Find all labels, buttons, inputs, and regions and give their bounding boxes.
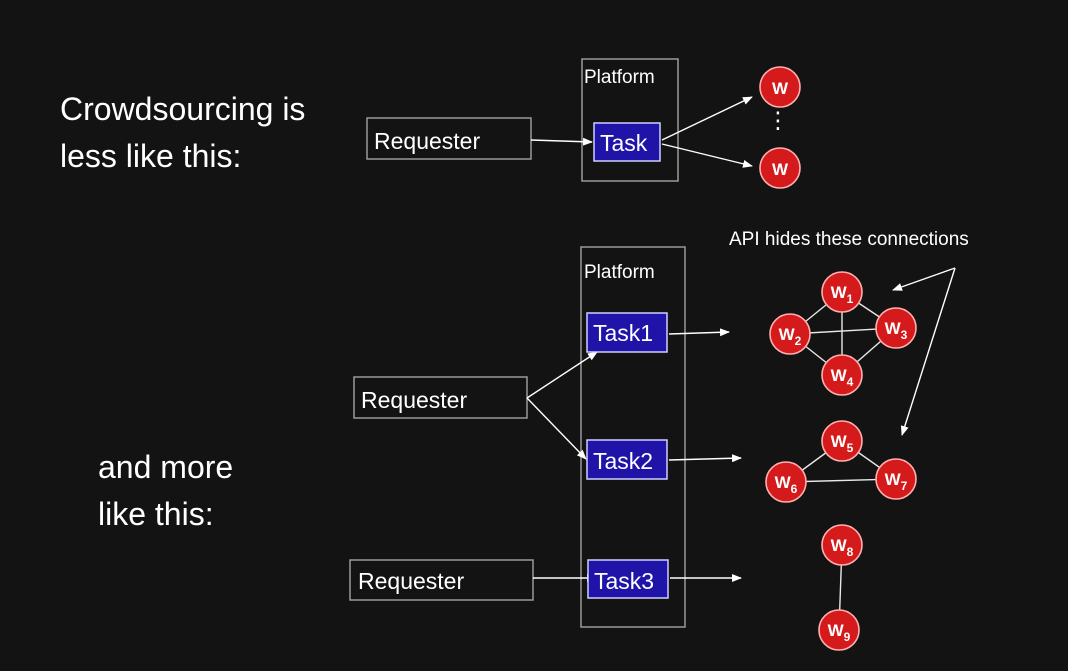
task1-to-cluster-arrow bbox=[668, 328, 730, 337]
bottom-requester-2-box bbox=[349, 559, 534, 601]
api-annotation: API hides these connections bbox=[729, 229, 969, 250]
worker-node-2: W2 bbox=[769, 313, 811, 355]
svg-text:W1: W1 bbox=[831, 283, 854, 306]
top-diagram: Platform Requester Task W ⋮ W bbox=[366, 58, 801, 189]
top-worker-node-2 bbox=[759, 147, 801, 189]
top-task-box bbox=[593, 122, 661, 162]
top-requester-label: Requester bbox=[374, 128, 480, 154]
task3-box bbox=[587, 559, 669, 599]
requester1-to-task1-arrow bbox=[526, 351, 598, 399]
annotation-arrow-1 bbox=[892, 267, 956, 291]
top-task-to-worker2-arrow bbox=[661, 143, 753, 168]
task1-box bbox=[586, 312, 668, 353]
svg-text:W2: W2 bbox=[779, 325, 802, 348]
top-platform-box bbox=[581, 58, 679, 182]
top-task-label: Task bbox=[600, 130, 648, 156]
worker-node-7: W7 bbox=[875, 458, 917, 500]
svg-text:W6: W6 bbox=[775, 473, 798, 496]
worker-node-9: W9 bbox=[818, 609, 860, 651]
task1-label: Task1 bbox=[593, 320, 653, 346]
top-worker-node-1-label: W bbox=[772, 79, 789, 98]
top-platform-label: Platform bbox=[584, 67, 655, 88]
bottom-diagram: Platform Requester Requester Task1 Task2… bbox=[349, 229, 969, 651]
worker-node-6: W6 bbox=[765, 461, 807, 503]
annotation-arrow-2 bbox=[900, 267, 956, 436]
task2-label: Task2 bbox=[593, 448, 653, 474]
top-worker-ellipsis: ⋮ bbox=[767, 107, 790, 133]
top-requester-to-task-arrow bbox=[530, 137, 593, 146]
svg-text:W9: W9 bbox=[828, 621, 851, 644]
svg-text:W7: W7 bbox=[885, 470, 908, 493]
top-task-to-worker1-arrow bbox=[661, 96, 753, 141]
heading-bottom-line1: and more bbox=[98, 449, 233, 485]
worker-node-3: W3 bbox=[875, 307, 917, 349]
bottom-requester-2-label: Requester bbox=[358, 568, 464, 594]
svg-text:W4: W4 bbox=[831, 366, 854, 389]
svg-text:W5: W5 bbox=[831, 432, 854, 455]
top-worker-node-2-label: W bbox=[772, 160, 789, 179]
heading-bottom-line2: like this: bbox=[98, 496, 214, 532]
top-worker-node-1 bbox=[759, 66, 801, 108]
svg-text:W3: W3 bbox=[885, 319, 908, 342]
worker-node-8: W8 bbox=[821, 524, 863, 566]
bottom-platform-box bbox=[580, 246, 686, 628]
top-requester-box bbox=[366, 117, 532, 160]
worker-node-1: W1 bbox=[821, 271, 863, 313]
bottom-platform-label: Platform bbox=[584, 262, 655, 283]
task2-box bbox=[586, 439, 668, 480]
task3-label: Task3 bbox=[594, 568, 654, 594]
bottom-requester-1-label: Requester bbox=[361, 387, 467, 413]
worker-node-5: W5 bbox=[821, 420, 863, 462]
task2-to-cluster-arrow bbox=[668, 454, 742, 463]
svg-text:W8: W8 bbox=[831, 536, 854, 559]
requester1-to-task2-arrow bbox=[526, 397, 587, 460]
worker-node-4: W4 bbox=[821, 354, 863, 396]
heading-top-line2: less like this: bbox=[60, 138, 241, 174]
heading-top-line1: Crowdsourcing is bbox=[60, 91, 305, 127]
